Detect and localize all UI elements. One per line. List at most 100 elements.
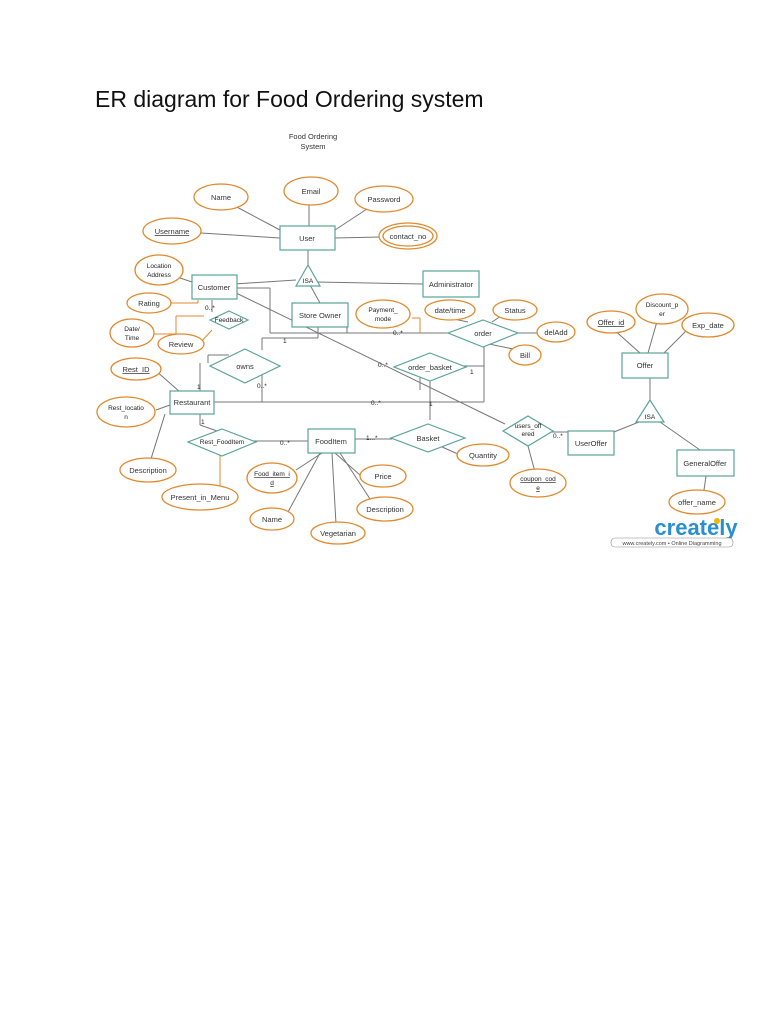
attribute-password: Password (354, 185, 414, 213)
attribute-email: Email (283, 176, 339, 206)
attribute-vegetarian: Vegetarian (310, 521, 366, 545)
cardinality-rest-fooditem-left: 1 (201, 419, 205, 426)
cardinality-rest-fooditem-right: 0..* (280, 440, 290, 447)
relationship-isa-user-label: ISA (303, 278, 314, 285)
attribute-password-label: Password (368, 195, 401, 204)
entity-store-owner-label: Store Owner (299, 311, 342, 320)
diagram-title-line2: System (300, 142, 325, 151)
creately-tagline-box (610, 537, 734, 548)
attribute-rating: Rating (126, 292, 172, 314)
attribute-quantity: Quantity (456, 443, 510, 467)
relationship-order-basket: order_basket (392, 352, 468, 382)
attribute-offer-id-label: Offer_id (598, 318, 625, 327)
entity-offer-label: Offer (637, 361, 654, 370)
attribute-username: Username (142, 217, 202, 245)
cardinality-storeowner-order: 1 (283, 338, 287, 345)
attribute-username-label: Username (155, 227, 190, 236)
relationship-basket-label: Basket (417, 434, 441, 443)
attribute-exp-date-label: Exp_date (692, 321, 724, 330)
relationship-order-basket-label: order_basket (408, 363, 453, 372)
attribute-email-label: Email (302, 187, 321, 196)
attribute-date-time-feedback-label-2: Time (125, 335, 140, 342)
relationship-order-label: order (474, 329, 492, 338)
creately-logo-dot-icon (714, 518, 720, 524)
attribute-contact-no: contact_no (378, 222, 438, 250)
creately-watermark: creately www.creately.com • Online Diagr… (610, 515, 738, 548)
relationship-owns-label: owns (236, 362, 254, 371)
entity-generaloffer: GeneralOffer (676, 449, 735, 477)
attribute-date-time: date/time (424, 299, 476, 321)
relationship-basket: Basket (389, 423, 467, 453)
attribute-bill: Bill (508, 344, 542, 366)
relationship-rest-fooditem: Rest_FoodItem (186, 428, 258, 457)
entity-fooditem-label: FoodItem (315, 437, 347, 446)
cardinality-owns-restaurant: 1 (197, 384, 201, 391)
attribute-review-label: Review (169, 340, 194, 349)
attribute-name: Name (193, 183, 249, 211)
creately-logo: creately (654, 515, 738, 540)
relationship-order: order (446, 319, 520, 348)
relationship-rest-fooditem-label: Rest_FoodItem (200, 439, 244, 446)
cardinality-users-offered-right: 0..* (553, 433, 563, 440)
entity-generaloffer-label: GeneralOffer (683, 459, 727, 468)
attribute-name-label: Name (211, 193, 231, 202)
attribute-food-description: Description (356, 496, 414, 522)
entity-customer-label: Customer (198, 283, 231, 292)
attribute-status: Status (492, 299, 538, 321)
attribute-discount-per: Discount_p er (635, 293, 689, 325)
attribute-food-name: Name (249, 507, 295, 531)
relationship-isa-offer: ISA (634, 398, 666, 423)
entity-restaurant-label: Restaurant (174, 398, 212, 407)
entity-offer: Offer (621, 352, 669, 379)
attribute-location-address-label-1: Location (147, 263, 172, 270)
entity-administrator-label: Administrator (429, 280, 474, 289)
diagram-title-line1: Food Ordering (289, 132, 337, 141)
creately-tagline: www.creately.com • Online Diagramming (621, 541, 721, 547)
attribute-food-description-label: Description (366, 505, 404, 514)
attribute-offer-name-label: offer_name (678, 498, 716, 507)
attribute-deladd-label: delAdd (544, 328, 567, 337)
relationship-isa-user: ISA (294, 263, 322, 287)
attribute-present-in-menu: Present_in_Menu (161, 483, 239, 511)
attribute-review: Review (157, 333, 205, 355)
entity-user-label: User (299, 234, 315, 243)
attribute-rest-location-label-2: n (124, 414, 128, 421)
cardinality-basket-left: 1...* (366, 435, 378, 442)
attribute-food-item-id-label-1: Food_item_i (254, 471, 290, 478)
attribute-food-name-label: Name (262, 515, 282, 524)
attribute-exp-date: Exp_date (681, 312, 735, 338)
attribute-bill-label: Bill (520, 351, 530, 360)
attribute-description-restaurant-label: Description (129, 466, 167, 475)
cardinality-customer-order: 0..* (393, 330, 403, 337)
entity-useroffer: UserOffer (567, 430, 615, 456)
attribute-offer-id: Offer_id (586, 310, 636, 334)
attribute-payment-mode-label-1: Payment_ (368, 307, 398, 314)
cardinality-basket-bottom: 1 (429, 401, 433, 408)
attribute-price: Price (359, 464, 407, 488)
attribute-quantity-label: Quantity (469, 451, 497, 460)
entity-customer: Customer (191, 274, 238, 300)
cardinality-owns-storeowner: 0..* (257, 383, 267, 390)
attribute-price-label: Price (374, 472, 391, 481)
relationship-users-offered-label-2: ered (521, 431, 534, 438)
attribute-discount-per-label-1: Discount_p (646, 302, 679, 309)
attribute-deladd: delAdd (536, 321, 576, 343)
entity-restaurant: Restaurant (169, 390, 215, 415)
relationship-feedback: Feedback (208, 310, 250, 330)
cardinalities: 0..* 1 0..* 0..* 1 0..* 0..* 1 1 1 0..* … (197, 305, 563, 447)
attribute-status-label: Status (504, 306, 526, 315)
attribute-rest-location-label-1: Rest_locatio (108, 405, 144, 412)
attribute-contact-no-label: contact_no (390, 232, 427, 241)
attribute-rest-id-label: Rest_ID (122, 365, 150, 374)
cardinality-order-basket-left: 0..* (378, 362, 388, 369)
entity-administrator: Administrator (422, 270, 480, 298)
cardinality-order-basket-right: 1 (470, 369, 474, 376)
attribute-coupon-code-label-2: e (536, 485, 540, 492)
attribute-rating-label: Rating (138, 299, 160, 308)
attribute-payment-mode-label-2: mode (375, 316, 392, 323)
entity-user: User (279, 225, 336, 251)
page-title: ER diagram for Food Ordering system (95, 86, 484, 112)
attribute-coupon-code: coupon_cod e (509, 468, 567, 498)
attribute-payment-mode: Payment_ mode (355, 299, 411, 329)
